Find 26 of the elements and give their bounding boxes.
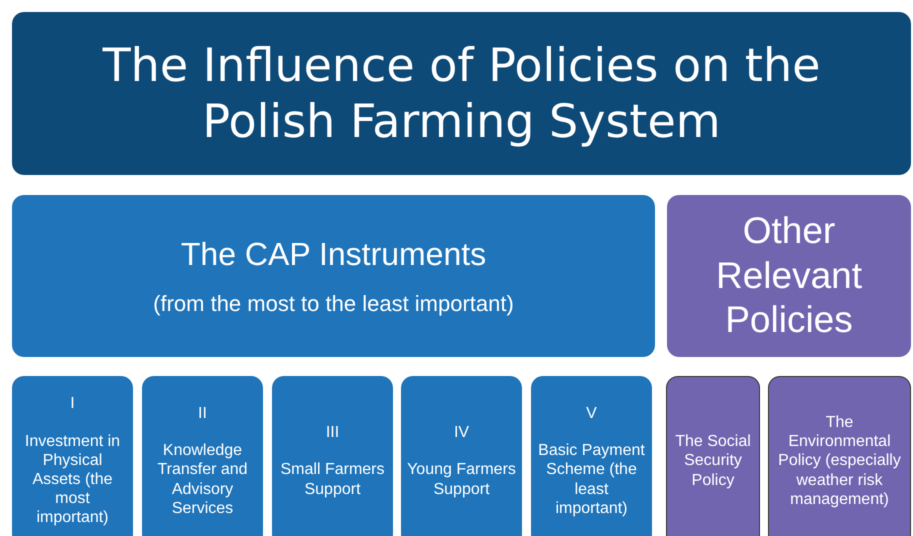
policy-text: The Social Security Policy <box>674 432 752 490</box>
roman-numeral: IV <box>454 423 470 442</box>
roman-numeral: II <box>198 404 207 424</box>
roman-numeral: III <box>326 423 340 442</box>
heading-text: Other Relevant Policies <box>714 209 864 342</box>
policy-text: Investment in Physical Assets (the most important) <box>24 432 122 528</box>
roman-numeral: I <box>70 394 75 414</box>
policy-text: Basic Payment Scheme (the least important) <box>537 441 646 518</box>
title-text: The Influence of Policies on the Polish Farming System <box>102 38 822 149</box>
roman-numeral: V <box>586 404 597 424</box>
heading-text: The CAP Instruments <box>180 234 486 273</box>
group-header-box <box>667 195 911 357</box>
policy-text: Young Farmers Support <box>407 460 516 499</box>
title-banner <box>12 12 911 175</box>
policy-text: Small Farmers Support <box>279 460 386 499</box>
policy-box <box>768 376 911 536</box>
group-header-box <box>12 195 655 357</box>
policy-box <box>401 376 522 536</box>
policy-text: The Environmental Policy (especially weather risk management) <box>777 413 902 509</box>
policy-box <box>531 376 652 536</box>
policy-text: Knowledge Transfer and Advisory Services <box>156 441 249 518</box>
policy-box <box>272 376 393 536</box>
policy-box <box>12 376 133 536</box>
subheading-text: (from the most to the least important) <box>153 291 514 318</box>
policy-box <box>666 376 760 536</box>
policy-box <box>142 376 263 536</box>
